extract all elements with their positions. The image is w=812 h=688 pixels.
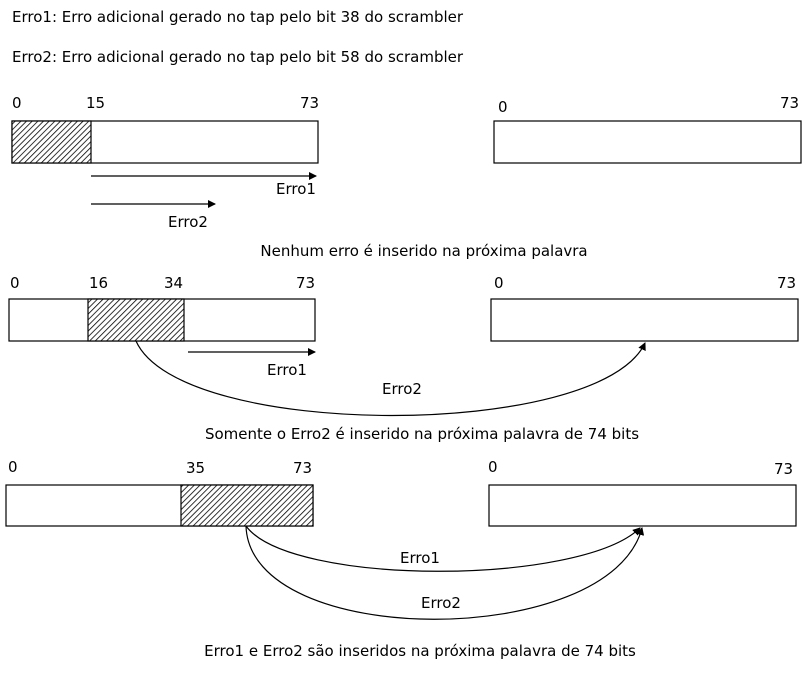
s1-left-label-mid: 15 — [86, 94, 105, 112]
legend-erro2: Erro2: Erro adicional gerado no tap pelo… — [12, 48, 464, 66]
s2-curve-erro2-label: Erro2 — [382, 380, 422, 398]
s1-left-label-start: 0 — [12, 94, 22, 112]
s2-left-label-start: 0 — [10, 274, 20, 292]
s1-arrow-erro2-label: Erro2 — [168, 213, 208, 231]
scenario-3: 0 35 73 0 73 Erro1 Erro2 Erro1 e Erro2 s… — [5, 458, 797, 660]
s3-caption: Erro1 e Erro2 são inseridos na próxima p… — [204, 642, 636, 660]
s3-left-label-mid: 35 — [186, 459, 205, 477]
s1-caption: Nenhum erro é inserido na próxima palavr… — [260, 242, 587, 260]
s3-curve-erro1 — [245, 525, 641, 572]
s1-right-word-box — [493, 120, 802, 164]
s2-right-label-end: 73 — [777, 274, 796, 292]
s2-arrow-erro1-label: Erro1 — [267, 361, 307, 379]
s3-right-word-box — [488, 484, 797, 527]
s3-right-label-start: 0 — [488, 458, 498, 476]
s2-curve-erro2 — [135, 340, 646, 417]
s1-arrow-erro1-label: Erro1 — [276, 180, 316, 198]
s2-caption: Somente o Erro2 é inserido na próxima pa… — [205, 425, 639, 443]
legend-erro1: Erro1: Erro adicional gerado no tap pelo… — [12, 8, 464, 26]
s3-curve-erro1-label: Erro1 — [400, 549, 440, 567]
s3-curve-erro2 — [245, 525, 645, 620]
s3-left-hatched-region — [180, 484, 314, 527]
s1-left-label-end: 73 — [300, 94, 319, 112]
scenario-2: 0 16 34 73 0 73 Erro1 Erro2 Somente o Er… — [8, 274, 799, 443]
s2-right-label-start: 0 — [494, 274, 504, 292]
s1-right-label-end: 73 — [780, 94, 799, 112]
s1-right-label-start: 0 — [498, 98, 508, 116]
s2-right-word-box — [490, 298, 799, 342]
s2-left-hatched-region — [87, 298, 185, 342]
s3-left-label-start: 0 — [8, 458, 18, 476]
s2-left-label-a: 16 — [89, 274, 108, 292]
s1-left-hatched-region — [11, 120, 92, 164]
s2-left-label-b: 34 — [164, 274, 183, 292]
s2-left-label-end: 73 — [296, 274, 315, 292]
s3-left-label-end: 73 — [293, 459, 312, 477]
scenario-1: 0 15 73 0 73 Erro1 Erro2 Nenhum erro é i… — [11, 94, 802, 260]
s3-right-label-end: 73 — [774, 460, 793, 478]
s3-curve-erro2-label: Erro2 — [421, 594, 461, 612]
